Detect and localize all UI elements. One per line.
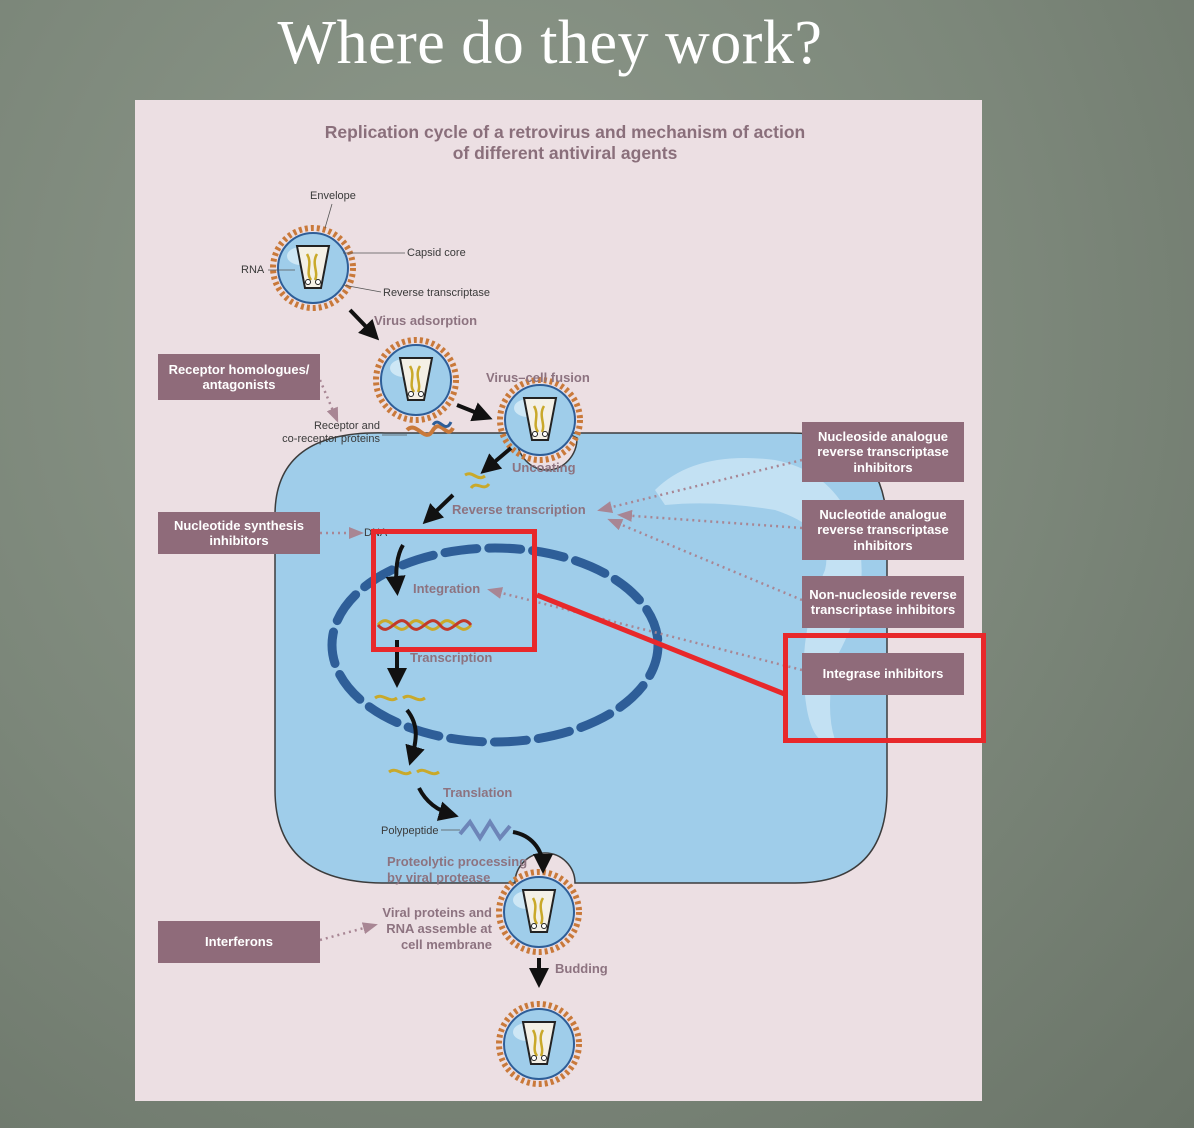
virus-adsorbed [376,340,456,420]
step-budding: Budding [555,961,608,976]
label-capsid-core: Capsid core [407,247,466,259]
box-interferons: Interferons [158,921,320,963]
label-envelope: Envelope [310,190,356,202]
virus-free [273,228,353,308]
label-polypeptide: Polypeptide [381,825,439,837]
figure-title: Replication cycle of a retrovirus and me… [324,122,806,163]
box-receptor-antagonists: Receptor homologues/antagonists [158,354,320,400]
inhibitor-arrows [318,379,803,942]
process-arrows [348,308,553,988]
step-proteolytic-processing: Proteolytic processing by viral protease [387,854,528,885]
receptor-protein [405,424,455,437]
mrna [374,694,426,702]
highlight-integrase-inhibitors [783,633,986,743]
box-integrase-inhibitors: Integrase inhibitors [802,653,964,695]
step-virus-adsorption: Virus adsorption [374,313,478,328]
polypeptide [458,818,512,842]
step-virus-cell-fusion: Virus–cell fusion [486,370,590,385]
cycle-diagram [268,203,888,1101]
leader-lines [268,203,460,831]
step-assembly: Viral proteins and RNA assemble at cell … [382,905,492,952]
step-uncoating: Uncoating [512,460,576,475]
label-rna: RNA [241,264,265,276]
label-reverse-transcriptase: Reverse transcriptase [383,287,490,299]
step-integration: Integration [413,581,481,596]
highlight-connector [536,592,788,698]
viral-rna [464,472,486,480]
label-receptor-proteins: Receptor and co-receptor proteins [282,420,380,445]
figure-panel: Replication cycle of a retrovirus and me… [135,100,986,1101]
virus-budded [499,1004,579,1084]
step-reverse-transcription: Reverse transcription [452,502,586,517]
step-transcription: Transcription [410,650,493,665]
slide-title: Where do they work? [277,9,823,77]
step-translation: Translation [443,785,513,800]
highlight-integration [371,529,537,652]
